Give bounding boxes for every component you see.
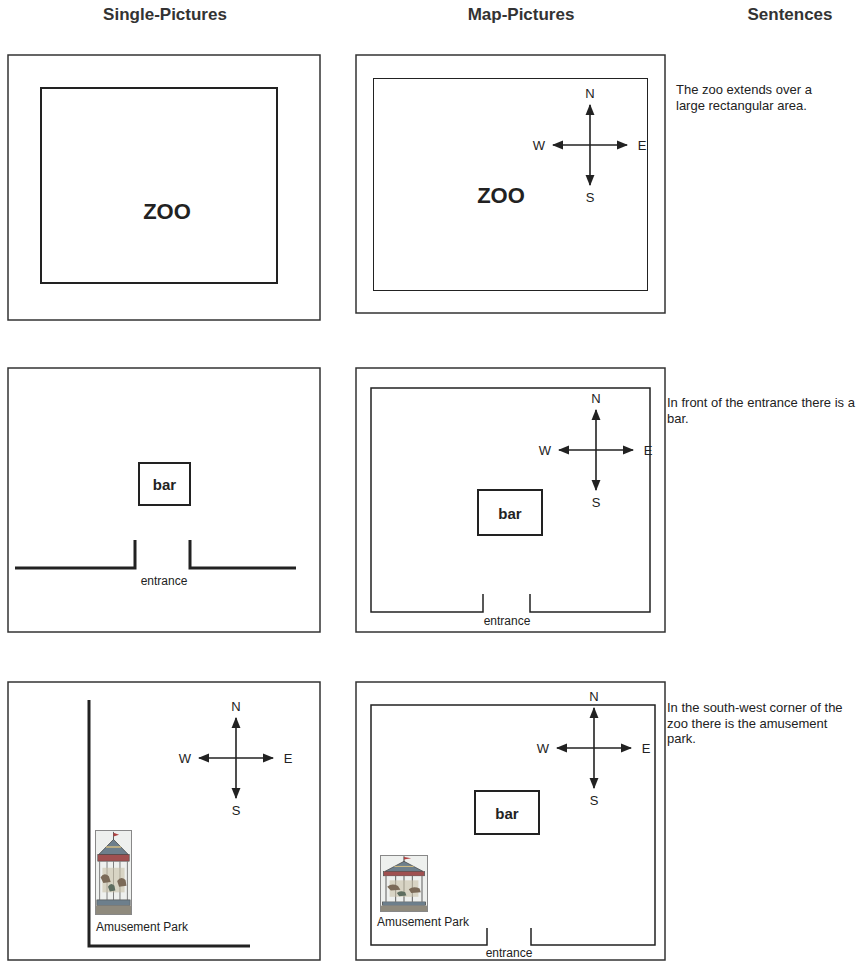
compass-letter: N [591,392,600,405]
sentence: The zoo extends over a large rectangular… [676,82,826,113]
compass-rose [559,410,633,490]
compass-rose [199,718,273,798]
column-header: Map-Pictures [468,6,575,23]
entrance-wall [15,540,135,568]
compasses [199,105,633,798]
entrance-label: entrance [486,947,533,959]
bar-box: bar [138,462,191,506]
entrance-wall [190,540,296,568]
bar-box: bar [474,790,540,835]
panel-frame [8,55,320,320]
compass-letter: S [590,794,599,807]
compass-rose [557,708,631,788]
compass-letter: W [533,139,545,152]
zoo-area: ZOO [40,87,278,284]
zoo-outline [371,388,650,612]
area-label: ZOO [477,185,525,207]
picture-caption: Amusement Park [96,921,188,933]
compass-letter: N [231,700,240,713]
panel-frame [356,682,665,960]
carousel-picture [380,855,428,912]
walls [15,540,296,946]
panel-frame [8,682,320,960]
picture-caption: Amusement Park [377,916,469,928]
entrance-label: entrance [484,615,531,627]
compass-letter: W [179,752,191,765]
amusement-park-picture: Amusement Park [95,830,132,915]
area-label: ZOO [143,201,191,223]
compass-rose [553,105,627,185]
panel-frames [8,55,665,960]
compass-letter: W [537,742,549,755]
compass-letter: E [284,752,293,765]
zoo-area: ZOO [373,78,648,291]
sentence: In front of the entrance there is a bar. [667,395,855,426]
compass-letter: N [585,87,594,100]
amusement-park-picture: Amusement Park [380,855,428,912]
entrance-label: entrance [141,575,188,587]
compass-letter: E [642,742,651,755]
carousel-picture [95,830,132,915]
zoo-outlines [371,388,655,945]
zoo-outline [371,705,655,945]
column-header: Sentences [747,6,832,23]
panel-frame [356,55,665,313]
compass-letter: W [539,444,551,457]
bar-label: bar [498,505,521,520]
compass-letter: S [592,496,601,509]
sentence: In the south-west corner of the zoo ther… [667,700,855,747]
bar-box: bar [477,489,543,536]
compass-letter: S [232,804,241,817]
compass-letter: S [586,191,595,204]
corner-wall [89,700,250,946]
panel-frame [8,368,320,632]
compass-letter: E [644,444,653,457]
column-header: Single-Pictures [103,6,227,23]
compass-letter: N [589,690,598,703]
bar-label: bar [153,477,176,492]
compass-letter: E [638,139,647,152]
bar-label: bar [495,805,518,820]
panel-frame [356,368,665,632]
